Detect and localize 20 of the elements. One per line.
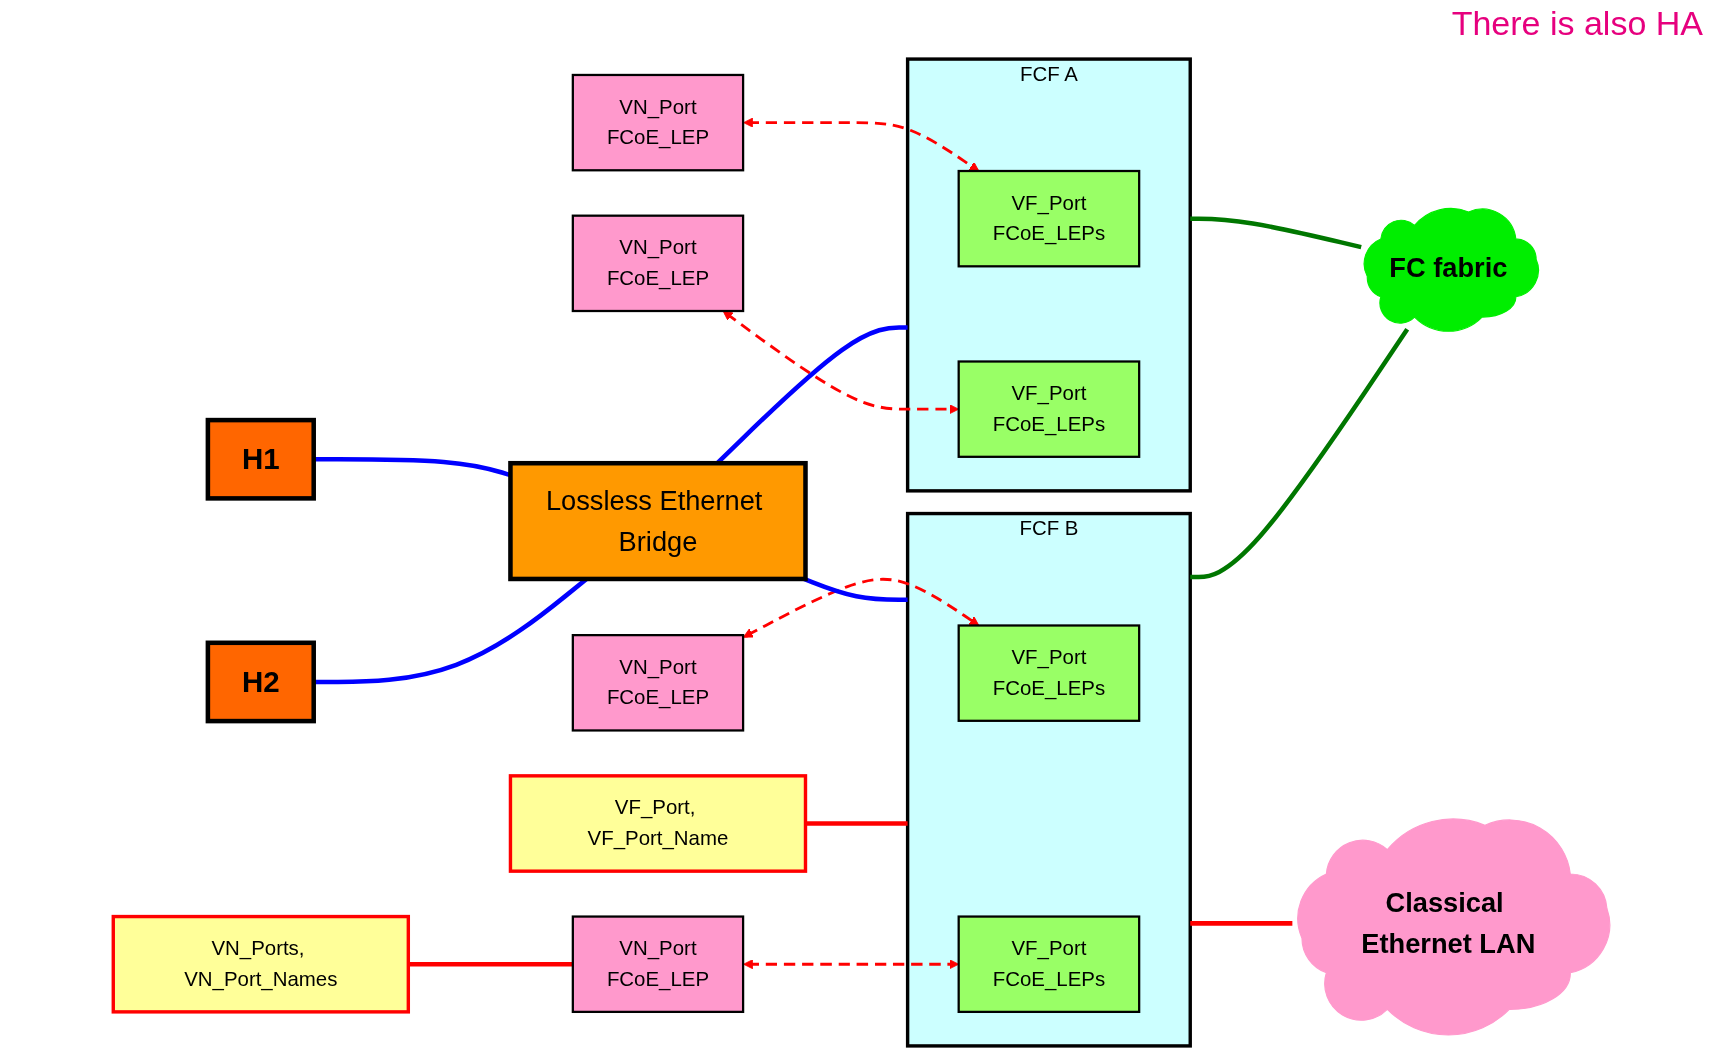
node-box: VF_Port FCoE_LEPs: [957, 360, 1141, 458]
node-box: VN_Port FCoE_LEP: [571, 214, 745, 313]
node-box: VF_Port, VF_Port_Name: [508, 774, 808, 873]
node-box: VN_Port FCoE_LEP: [571, 634, 745, 732]
node-box: VN_Ports, VN_Port_Names: [111, 914, 410, 1014]
node-box: VF_Port FCoE_LEPs: [957, 169, 1141, 268]
node-box: H1: [205, 417, 316, 501]
node-box: VF_Port FCoE_LEPs: [957, 915, 1141, 1013]
connector: [1190, 921, 1293, 926]
node-box: VN_Port FCoE_LEP: [571, 73, 745, 172]
connector: [1190, 216, 1362, 250]
note-text: There is also HA: [1451, 4, 1703, 43]
connector: [803, 576, 908, 603]
node-box: VN_Port FCoE_LEP: [571, 915, 745, 1013]
connector: [1190, 328, 1410, 580]
node-box: VF_Port FCoE_LEPs: [957, 624, 1141, 722]
arrow: [743, 117, 980, 172]
node-box: Lossless Ethernet Bridge: [508, 460, 808, 582]
node-box: H2: [205, 640, 316, 724]
arrow: [743, 577, 980, 638]
